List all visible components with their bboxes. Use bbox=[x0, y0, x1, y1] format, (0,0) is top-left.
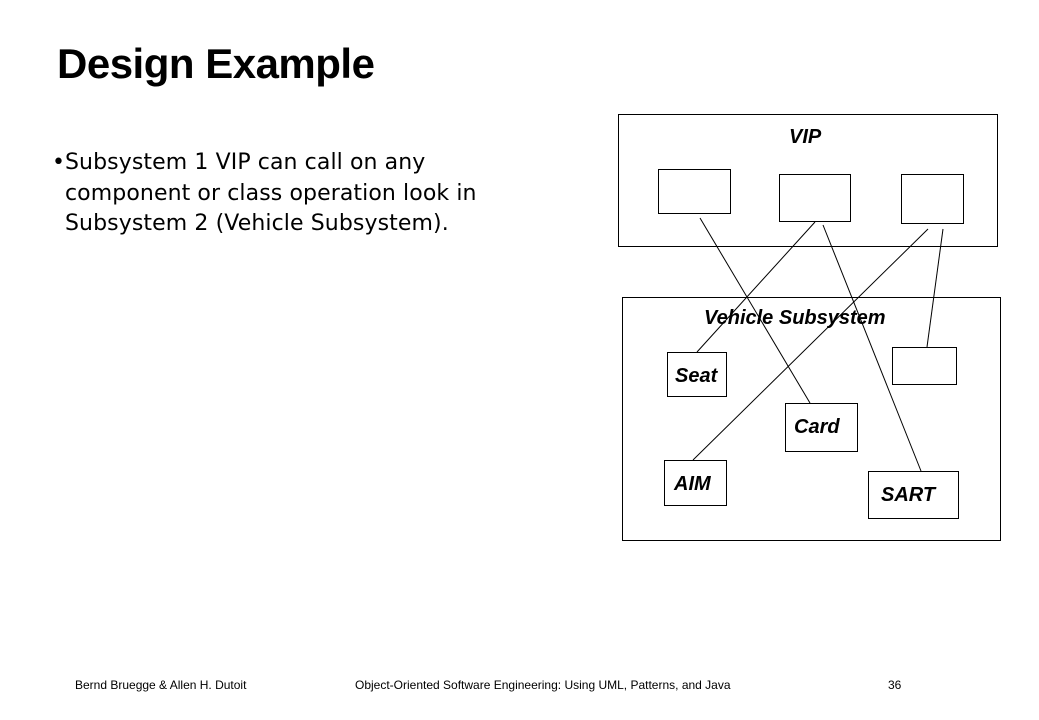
dependency-line bbox=[926, 228, 944, 348]
sart-label: SART bbox=[881, 484, 936, 506]
bullet-list: • Subsystem 1 VIP can call on any compon… bbox=[52, 148, 502, 240]
unnamed-component bbox=[892, 347, 957, 385]
aim-component bbox=[664, 460, 727, 506]
footer-page-number: 36 bbox=[888, 678, 902, 692]
vip-label: VIP bbox=[789, 126, 822, 148]
card-label: Card bbox=[794, 416, 840, 438]
sart-component bbox=[868, 471, 959, 519]
dependency-line bbox=[692, 228, 929, 461]
card-component bbox=[785, 403, 858, 452]
vip-component-3 bbox=[901, 174, 964, 224]
bullet-dot-icon: • bbox=[52, 150, 65, 175]
slide-title: Design Example bbox=[57, 40, 375, 87]
footer-book-title: Object-Oriented Software Engineering: Us… bbox=[355, 678, 731, 692]
seat-label: Seat bbox=[675, 365, 718, 387]
vip-component-1 bbox=[658, 169, 731, 214]
vehicle-subsystem-label: Vehicle Subsystem bbox=[704, 307, 886, 329]
footer-authors: Bernd Bruegge & Allen H. Dutoit bbox=[75, 678, 247, 692]
bullet-text: Subsystem 1 VIP can call on any componen… bbox=[64, 150, 477, 236]
dependency-line bbox=[696, 221, 816, 353]
dependency-line bbox=[699, 217, 811, 404]
vip-component-2 bbox=[779, 174, 851, 222]
aim-label: AIM bbox=[674, 473, 711, 495]
seat-component bbox=[667, 352, 727, 397]
dependency-line bbox=[822, 224, 922, 472]
bullet-item: • Subsystem 1 VIP can call on any compon… bbox=[52, 148, 502, 240]
